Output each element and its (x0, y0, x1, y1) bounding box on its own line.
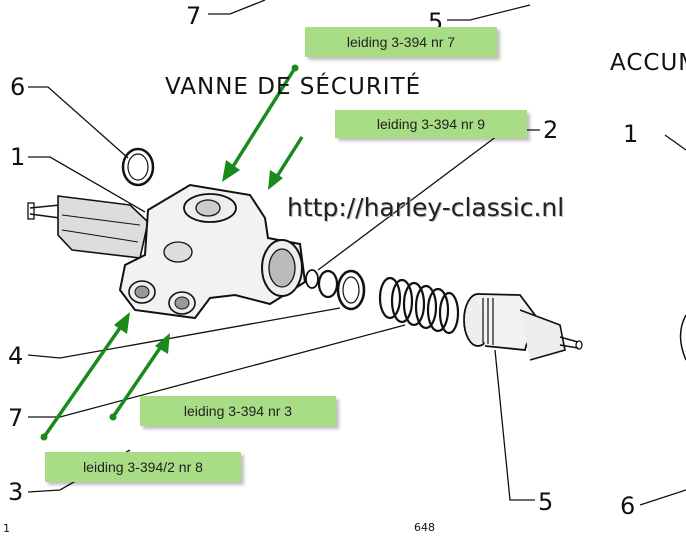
label-leiding-nr-8: leiding 3-394/2 nr 8 (45, 452, 241, 482)
callout-right-6: 6 (620, 492, 636, 520)
leader-4 (27, 307, 341, 359)
callout-2: 2 (543, 116, 559, 144)
callout-right-1: 1 (623, 120, 639, 148)
footer-left: 1 (3, 522, 10, 535)
watermark-url: http://harley-classic.nl (287, 193, 565, 222)
callout-5: 5 (538, 488, 554, 516)
callout-3: 3 (8, 478, 24, 506)
callout-7: 7 (8, 404, 24, 432)
right-title-fragment: ACCUM (610, 50, 686, 76)
page-number: 648 (414, 521, 435, 534)
label-leiding-nr-3: leiding 3-394 nr 3 (140, 396, 336, 426)
leader-6 (28, 86, 129, 159)
leader-1 (28, 156, 146, 213)
label-leiding-nr-7: leiding 3-394 nr 7 (305, 27, 497, 57)
callout-top-7: 7 (186, 2, 202, 30)
callout-4: 4 (8, 342, 24, 370)
callout-6: 6 (10, 73, 26, 101)
leader-5 (494, 349, 535, 501)
label-leiding-nr-9: leiding 3-394 nr 9 (335, 110, 527, 138)
callout-1: 1 (10, 143, 26, 171)
green-arrows (42, 67, 304, 439)
diagram-title: VANNE DE SÉCURITÉ (165, 74, 422, 100)
